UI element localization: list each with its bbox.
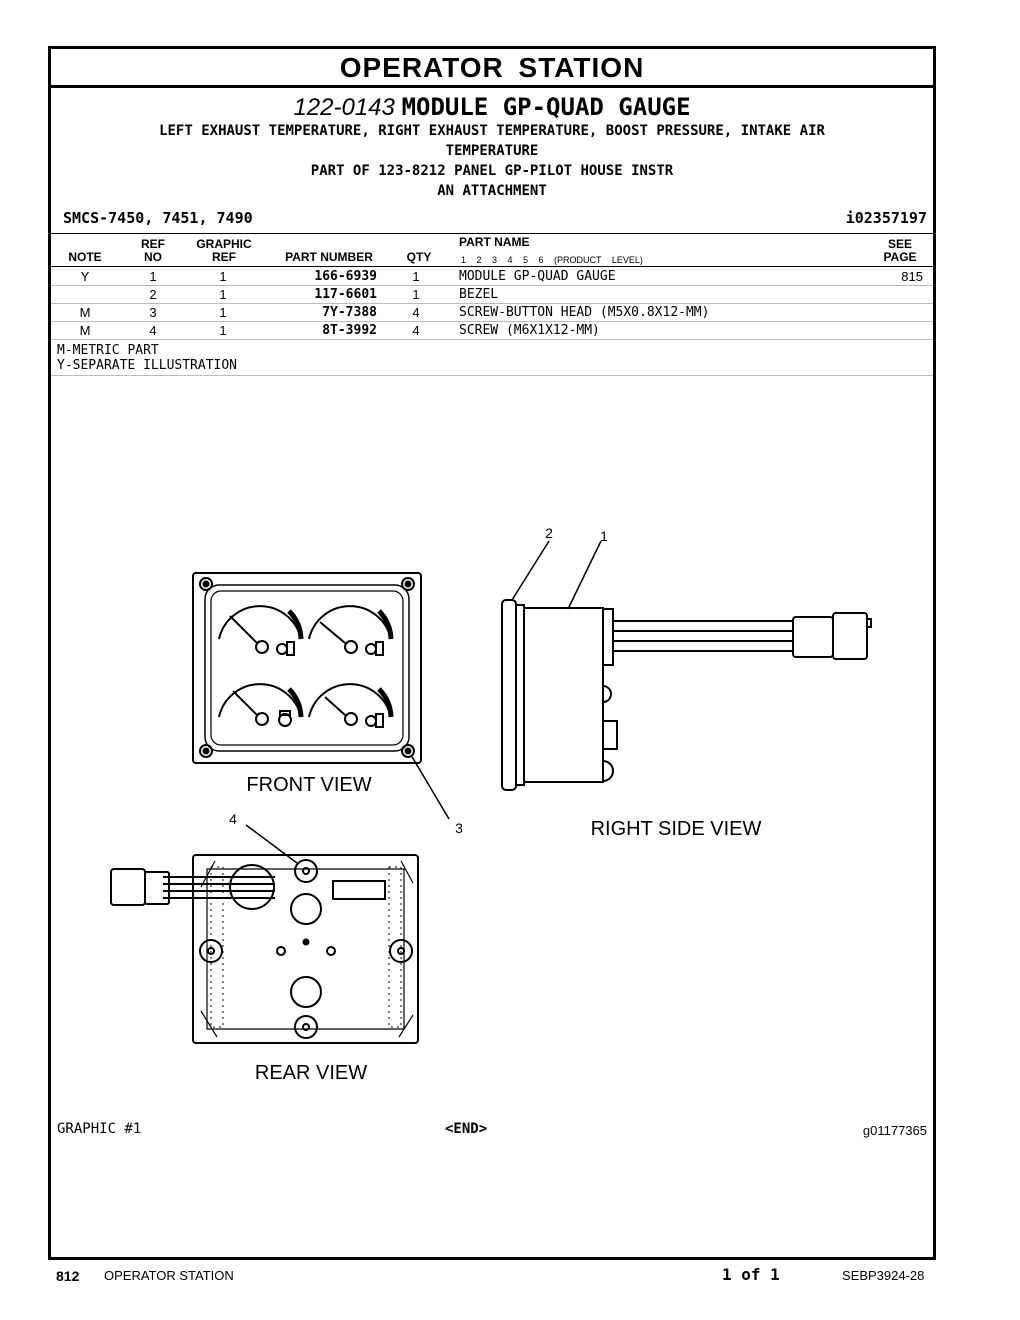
gauge-icon — [308, 605, 394, 656]
right-side-view-drawing — [501, 599, 872, 791]
right-side-view-label: RIGHT SIDE VIEW — [591, 818, 762, 840]
graphic-id: g01177365 — [862, 1123, 927, 1138]
row-1-rule — [51, 285, 933, 286]
header-note: NOTE — [68, 250, 102, 264]
description-line-4: AN ATTACHMENT — [437, 183, 547, 199]
header-ref-2: NO — [144, 250, 162, 264]
description-line-1: LEFT EXHAUST TEMPERATURE, RIGHT EXHAUST … — [159, 123, 825, 139]
callout-1: 1 — [600, 528, 608, 544]
module-part-number: 122-0143 — [293, 94, 395, 121]
header-ref-1: REF — [141, 237, 165, 251]
row-1-part-number: 166-6939 — [314, 269, 377, 284]
table-top-rule — [51, 233, 933, 234]
page-frame: OPERATOR STATION 122-0143 MODULE GP-QUAD… — [48, 46, 936, 1260]
row-3-part-number: 7Y-7388 — [322, 305, 377, 320]
bezel-screw-icon — [199, 577, 213, 591]
row-1-see-page[interactable]: 815 — [901, 269, 923, 284]
illustration-id: i02357197 — [845, 209, 927, 227]
gauge-icon — [218, 683, 304, 727]
section-title: OPERATOR STATION — [51, 49, 933, 88]
row-3-graphic-ref: 1 — [219, 305, 227, 320]
footer-page-number: 812 — [56, 1268, 80, 1284]
gauge-icon — [218, 605, 304, 656]
parts-illustration: FRONT VIEW RIGHT SIDE VIEW REAR VIEW 1 2… — [110, 525, 872, 1084]
footer-section: OPERATOR STATION — [104, 1268, 234, 1283]
gauge-icon — [308, 683, 394, 728]
header-graphic-2: REF — [212, 250, 236, 264]
end-marker: <END> — [445, 1121, 488, 1137]
legend-metric: M-METRIC PART — [57, 343, 159, 358]
row-1-ref-no: 1 — [149, 269, 157, 284]
row-2-part-number: 117-6601 — [314, 287, 377, 302]
row-1-note: Y — [80, 269, 90, 284]
module-name: MODULE GP-QUAD GAUGE — [401, 93, 691, 121]
description-line-3: PART OF 123-8212 PANEL GP-PILOT HOUSE IN… — [310, 163, 674, 179]
rear-view-label: REAR VIEW — [255, 1062, 367, 1084]
front-view-drawing — [192, 572, 422, 764]
row-3-ref-no: 3 — [149, 305, 157, 320]
row-3-qty: 4 — [412, 305, 420, 320]
bezel-screw-icon — [199, 744, 213, 758]
bezel-screw-icon — [401, 744, 415, 758]
graphic-label: GRAPHIC #1 — [57, 1121, 142, 1137]
row-4-qty: 4 — [412, 323, 420, 338]
row-1-qty: 1 — [412, 269, 420, 284]
callout-4: 4 — [229, 811, 237, 827]
header-see-page-2: PAGE — [883, 250, 917, 264]
row-3-note: M — [79, 305, 91, 320]
rear-view-drawing — [110, 854, 419, 1044]
row-3-part-name: SCREW-BUTTON HEAD (M5X0.8X12-MM) — [459, 305, 710, 320]
module-title: 122-0143 MODULE GP-QUAD GAUGE — [51, 93, 933, 122]
header-product-levels: 1 2 3 4 5 6 (PRODUCT LEVEL) — [461, 255, 643, 265]
row-4-note: M — [79, 323, 91, 338]
callout-2: 2 — [545, 525, 553, 541]
front-view-label: FRONT VIEW — [246, 774, 371, 796]
legend-separate-illustration: Y-SEPARATE ILLUSTRATION — [57, 358, 238, 373]
row-4-ref-no: 4 — [149, 323, 157, 338]
header-qty: QTY — [406, 250, 432, 264]
header-graphic-1: GRAPHIC — [196, 237, 252, 251]
row-2-graphic-ref: 1 — [219, 287, 227, 302]
row-2-ref-no: 2 — [149, 287, 157, 302]
row-1-part-name: MODULE GP-QUAD GAUGE — [459, 269, 616, 284]
row-2-qty: 1 — [412, 287, 420, 302]
row-4-part-name: SCREW (M6X1X12-MM) — [459, 323, 600, 338]
smcs-codes: SMCS-7450, 7451, 7490 — [63, 209, 253, 227]
row-4-rule — [51, 339, 933, 340]
footer-doc-number: SEBP3924-28 — [842, 1268, 925, 1283]
leader-line-3 — [410, 754, 450, 820]
bezel-screw-icon — [401, 577, 415, 591]
header-see-page-1: SEE — [887, 237, 912, 251]
row-3-rule — [51, 321, 933, 322]
header-part-name: PART NAME — [459, 235, 530, 249]
row-4-graphic-ref: 1 — [219, 323, 227, 338]
footer-page-of: 1 of 1 — [722, 1265, 780, 1284]
row-2-part-name: BEZEL — [459, 287, 499, 302]
header-bottom-rule — [51, 266, 933, 267]
header-part-number: PART NUMBER — [285, 250, 373, 264]
row-4-part-number: 8T-3992 — [322, 323, 377, 338]
legend-rule — [51, 375, 933, 376]
description-line-2: TEMPERATURE — [445, 143, 539, 159]
row-1-graphic-ref: 1 — [219, 269, 227, 284]
leader-line-1 — [567, 540, 602, 610]
row-2-rule — [51, 303, 933, 304]
leader-line-4 — [245, 824, 298, 864]
callout-3: 3 — [455, 820, 463, 836]
leader-line-2 — [511, 540, 550, 601]
